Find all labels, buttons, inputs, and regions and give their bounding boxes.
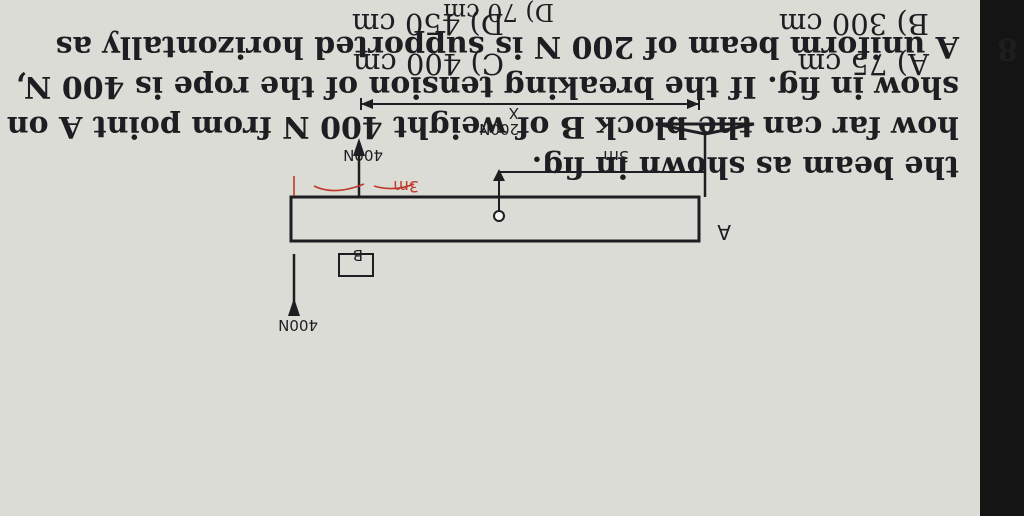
block-b — [338, 253, 374, 277]
support-triangle — [655, 122, 755, 136]
beam — [289, 195, 701, 243]
rope-force-label: 400N — [343, 146, 383, 164]
distance-x-label: X — [508, 104, 519, 122]
center-of-mass-marker — [493, 210, 505, 222]
option-c[interactable]: C) 400 cm — [352, 47, 504, 81]
option-d[interactable]: D) 450 cm — [351, 7, 504, 41]
beam-weight-label: 200N — [479, 120, 519, 138]
block-force-label: 400N — [278, 316, 318, 334]
handwritten-annotation — [293, 176, 415, 196]
point-a-label: A — [717, 220, 731, 244]
option-b[interactable]: B) 300 cm — [778, 7, 929, 41]
option-a[interactable]: A) 75 cm — [797, 47, 929, 81]
distance-3m-label: 3m — [603, 147, 629, 166]
block-b-label: B — [352, 246, 363, 264]
handwritten-3m-label: 3m — [393, 177, 419, 196]
